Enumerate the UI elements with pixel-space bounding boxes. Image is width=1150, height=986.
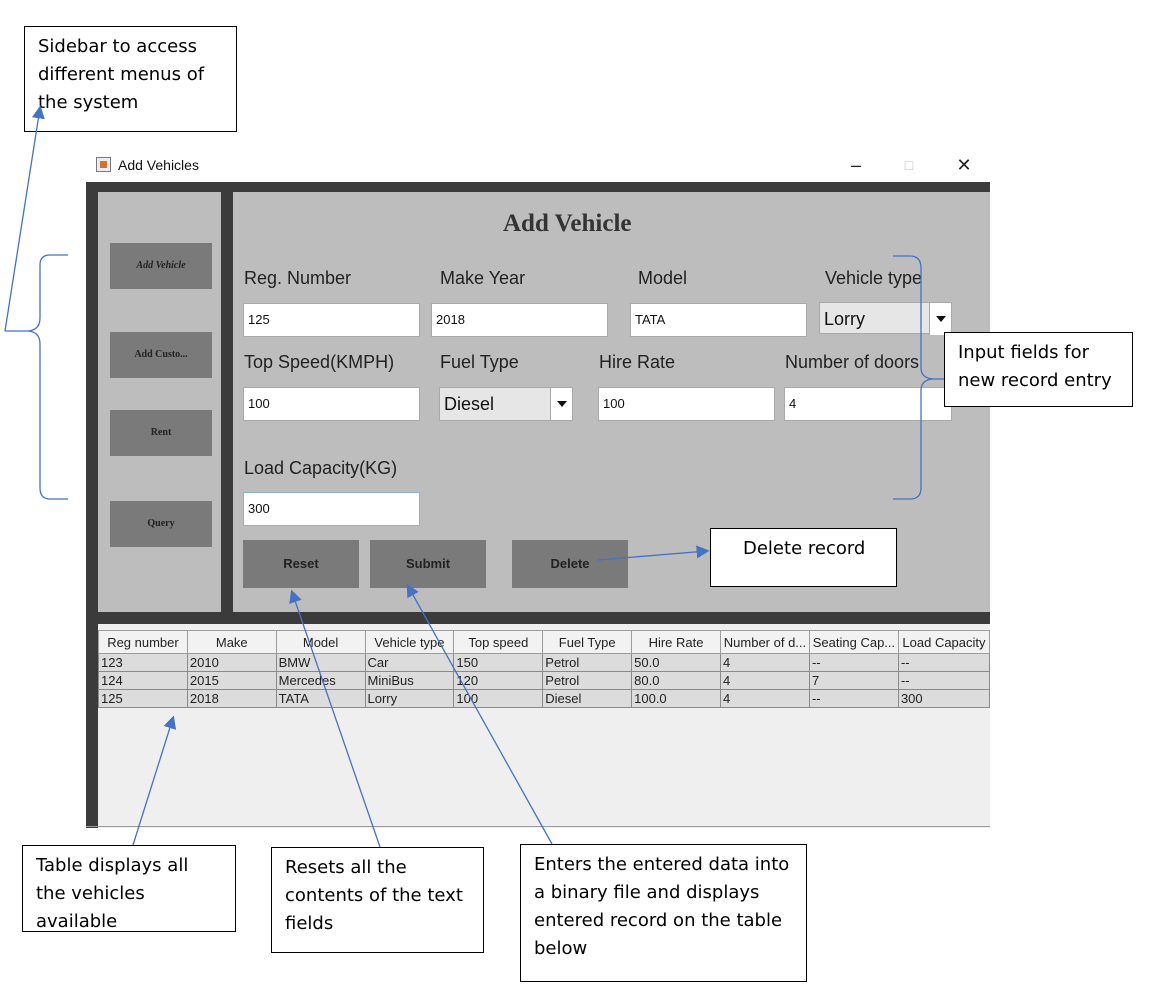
form-heading: Add Vehicle	[503, 210, 632, 237]
delete-button[interactable]: Delete	[512, 540, 628, 588]
table-annotation: Table displays all the vehicles availabl…	[22, 845, 236, 932]
load-capacity-field[interactable]: 300	[243, 492, 420, 526]
num-doors-field[interactable]: 4	[784, 387, 952, 421]
top-speed-field[interactable]: 100	[243, 387, 420, 421]
make-year-field[interactable]: 2018	[431, 303, 608, 337]
reg-number-label: Reg. Number	[244, 268, 352, 288]
table-cell: --	[808, 653, 899, 672]
table-row[interactable]: 123 2010 BMW Car 150 Petrol 50.0 4 -- --	[98, 653, 991, 672]
make-year-label: Make Year	[440, 268, 526, 288]
reg-number-field[interactable]: 125	[243, 303, 420, 337]
chevron-down-icon	[929, 303, 951, 335]
table-cell: Petrol	[542, 653, 633, 672]
table-cell: --	[897, 653, 991, 672]
table-cell: 4	[719, 689, 810, 708]
reset-button[interactable]: Reset	[243, 540, 359, 588]
table-cell: 123	[98, 653, 188, 672]
table-cell: 120	[453, 671, 544, 690]
fuel-type-value: Diesel	[444, 394, 495, 414]
table-cell: 150	[453, 653, 544, 672]
column-header[interactable]: Number of d...	[719, 630, 810, 654]
vehicle-type-label: Vehicle type	[825, 268, 923, 288]
column-header[interactable]: Reg number	[98, 630, 188, 654]
window-bottom-edge	[86, 826, 990, 827]
submit-button[interactable]: Submit	[370, 540, 486, 588]
hire-rate-field[interactable]: 100	[598, 387, 775, 421]
table-cell: 100.0	[631, 689, 721, 708]
model-label: Model	[638, 268, 688, 288]
table-cell: 300	[897, 689, 991, 708]
close-button[interactable]: ✕	[956, 155, 972, 175]
form-panel: Add Vehicle Reg. Number Make Year Model …	[233, 192, 990, 612]
vehicle-type-value: Lorry	[824, 309, 866, 329]
load-capacity-label: Load Capacity(KG)	[244, 458, 398, 478]
frame-border	[86, 182, 990, 192]
sidebar-item-query[interactable]: Query	[110, 501, 212, 547]
vehicle-table: Reg number Make Model Vehicle type Top s…	[98, 630, 991, 708]
model-field[interactable]: TATA	[630, 303, 807, 337]
sidebar-item-add-customer[interactable]: Add Custo...	[110, 332, 212, 378]
table-cell: 50.0	[631, 653, 721, 672]
chevron-down-icon	[550, 388, 572, 420]
title-bar: Add Vehicles – □ ✕	[86, 148, 990, 182]
num-doors-label: Number of doors	[785, 352, 920, 372]
sidebar-arrow	[4, 105, 45, 332]
hire-rate-label: Hire Rate	[599, 352, 676, 372]
sidebar-item-add-vehicle[interactable]: Add Vehicle	[110, 243, 212, 289]
column-header[interactable]: Fuel Type	[542, 630, 633, 654]
table-cell: 125	[98, 689, 188, 708]
column-header[interactable]: Vehicle type	[364, 630, 455, 654]
table-cell: Mercedes	[275, 671, 366, 690]
top-speed-label: Top Speed(KMPH)	[244, 352, 395, 372]
sidebar-item-rent[interactable]: Rent	[110, 410, 212, 456]
table-cell: 2010	[186, 653, 277, 672]
table-cell: 80.0	[631, 671, 721, 690]
maximize-button[interactable]: □	[904, 157, 914, 173]
table-row[interactable]: 125 2018 TATA Lorry 100 Diesel 100.0 4 -…	[98, 689, 991, 708]
panel-divider	[221, 192, 233, 612]
table-cell: Petrol	[542, 671, 633, 690]
table-cell: 100	[453, 689, 544, 708]
table-cell: --	[897, 671, 991, 690]
table-cell: 4	[719, 671, 810, 690]
sidebar-annotation: Sidebar to access different menus of the…	[24, 26, 237, 132]
table-cell: Diesel	[542, 689, 633, 708]
table-cell: 7	[808, 671, 899, 690]
column-header[interactable]: Load Capacity	[897, 630, 991, 654]
minimize-button[interactable]: –	[850, 155, 861, 175]
table-cell: Car	[364, 653, 455, 672]
table-cell: --	[808, 689, 899, 708]
panel-divider	[98, 612, 990, 624]
table-cell: TATA	[275, 689, 366, 708]
vehicle-table-panel: Reg number Make Model Vehicle type Top s…	[98, 624, 991, 828]
delete-annotation: Delete record	[710, 528, 897, 587]
table-cell: 4	[719, 653, 810, 672]
frame-border	[86, 182, 98, 828]
table-header-row: Reg number Make Model Vehicle type Top s…	[98, 630, 991, 654]
sidebar-brace	[27, 254, 68, 500]
table-cell: Lorry	[364, 689, 455, 708]
column-header[interactable]: Model	[275, 630, 366, 654]
table-cell: 124	[98, 671, 188, 690]
column-header[interactable]: Make	[186, 630, 277, 654]
table-cell: BMW	[275, 653, 366, 672]
input-fields-annotation: Input fields for new record entry	[944, 332, 1133, 407]
column-header[interactable]: Seating Cap...	[808, 630, 899, 654]
window-title: Add Vehicles	[118, 157, 199, 173]
column-header[interactable]: Hire Rate	[631, 630, 721, 654]
fuel-type-dropdown[interactable]: Diesel	[439, 387, 573, 421]
java-app-icon	[96, 157, 111, 172]
reset-annotation: Resets all the contents of the text fiel…	[271, 847, 484, 953]
column-header[interactable]: Top speed	[453, 630, 544, 654]
table-cell: MiniBus	[364, 671, 455, 690]
table-cell: 2015	[186, 671, 277, 690]
vehicle-type-dropdown[interactable]: Lorry	[819, 302, 952, 335]
app-window: Add Vehicles – □ ✕ Add Vehicle Add Custo…	[86, 148, 991, 828]
table-cell: 2018	[186, 689, 277, 708]
table-row[interactable]: 124 2015 Mercedes MiniBus 120 Petrol 80.…	[98, 671, 991, 690]
submit-annotation: Enters the entered data into a binary fi…	[520, 844, 807, 982]
fuel-type-label: Fuel Type	[440, 352, 519, 372]
